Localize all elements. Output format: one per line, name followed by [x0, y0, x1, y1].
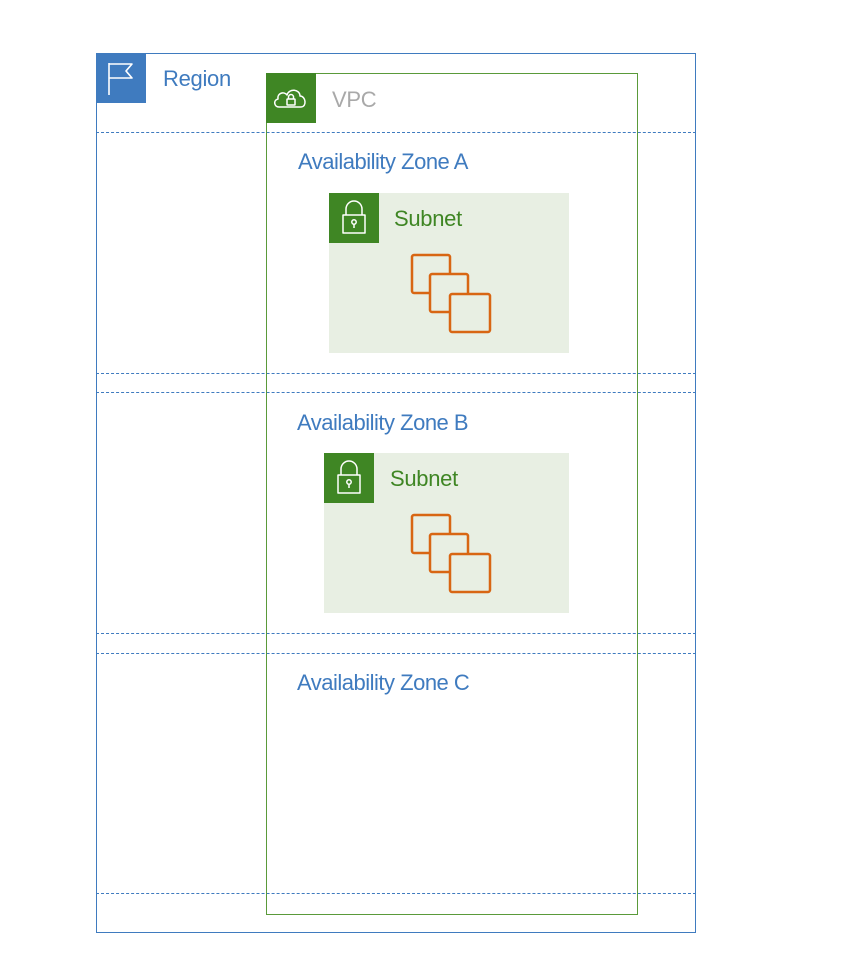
subnet-a-label: Subnet	[394, 206, 462, 231]
region-flag-icon	[96, 53, 146, 103]
az-b-top-border	[96, 392, 696, 393]
az-a-top-border	[96, 132, 696, 133]
vpc-label: VPC	[332, 87, 377, 112]
subnet-lock-icon	[329, 193, 379, 243]
az-a-label: Availability Zone A	[298, 149, 468, 174]
ec2-instances-icon	[410, 513, 494, 595]
az-c-top-border	[96, 653, 696, 654]
az-b-bottom-border	[96, 633, 696, 634]
subnet-lock-icon	[324, 453, 374, 503]
subnet-b-label: Subnet	[390, 466, 458, 491]
az-c-bottom-border	[96, 893, 696, 894]
az-b-label: Availability Zone B	[297, 410, 469, 435]
region-label: Region	[163, 66, 231, 91]
ec2-instances-icon	[410, 253, 494, 335]
vpc-cloud-lock-icon	[266, 73, 316, 123]
az-a-bottom-border	[96, 373, 696, 374]
region-container	[96, 53, 696, 933]
az-c-label: Availability Zone C	[297, 670, 470, 695]
vpc-container	[266, 73, 638, 915]
